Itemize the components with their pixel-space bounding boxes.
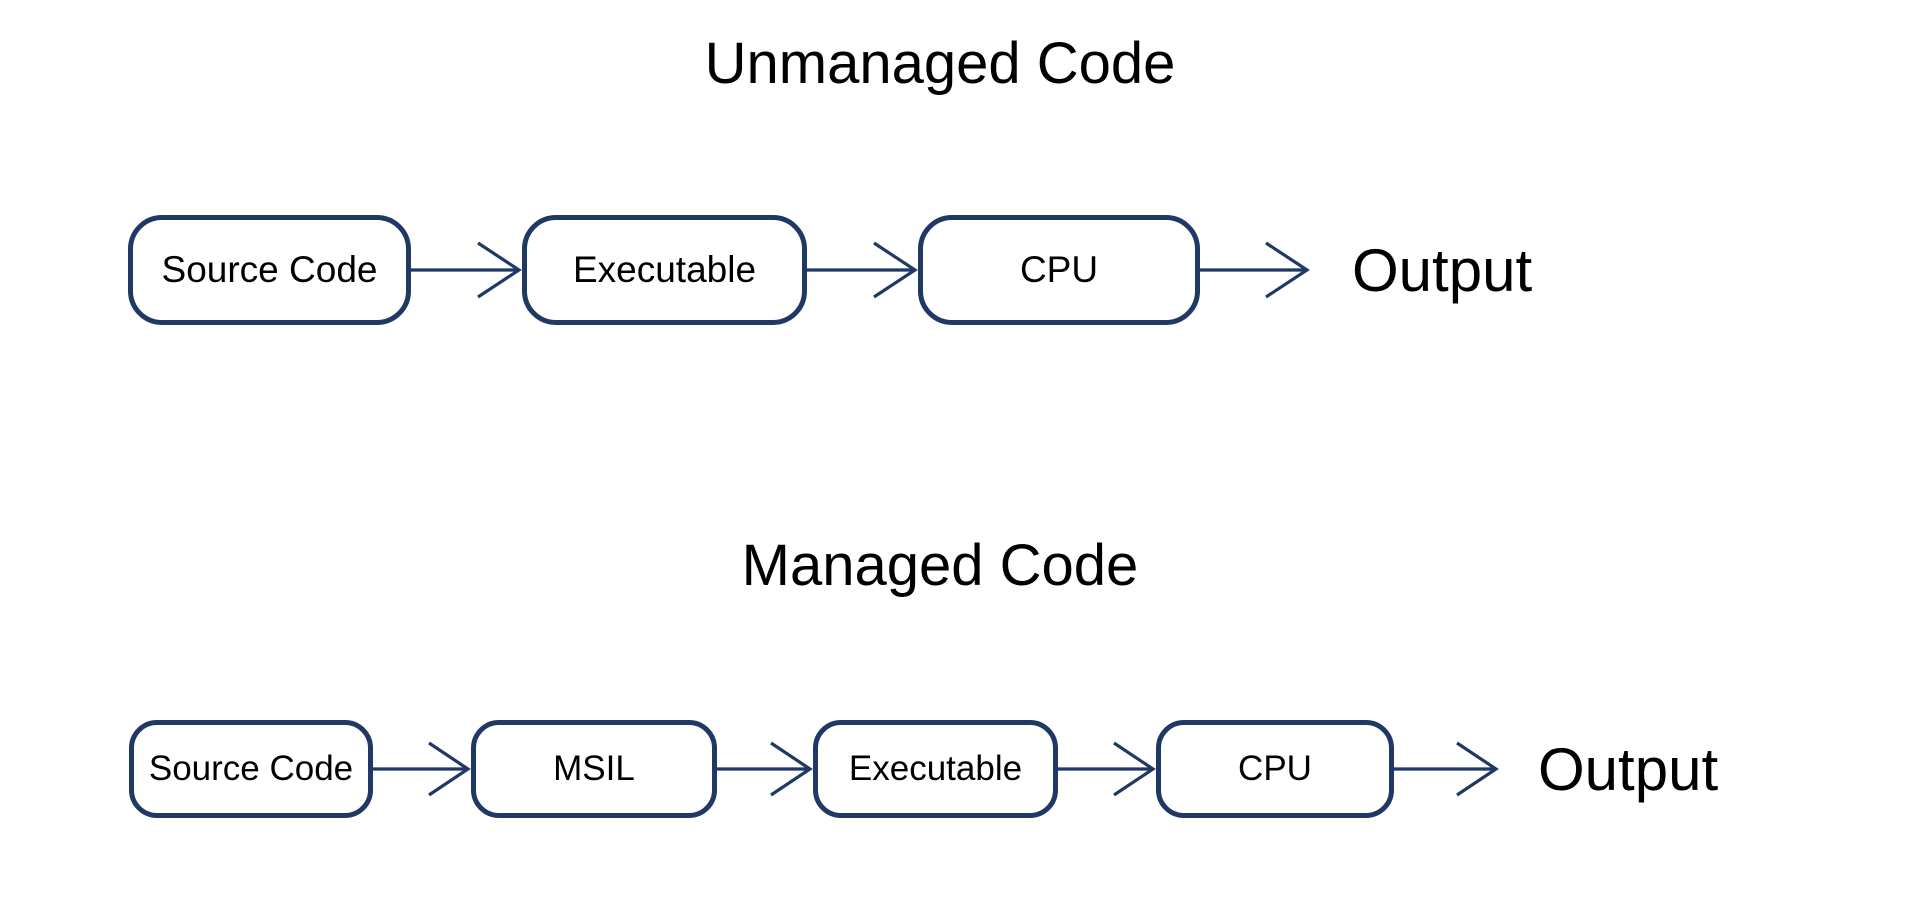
section-title-unmanaged-code: Unmanaged Code [704, 31, 1176, 96]
node-label: Source Code [161, 249, 378, 290]
node-cpu: CPU [1156, 720, 1394, 818]
flow-arrow-icon [1058, 741, 1156, 797]
node-label: Executable [848, 749, 1023, 788]
section-title-managed-code: Managed Code [741, 533, 1139, 598]
node-label: CPU [1019, 249, 1099, 290]
node-msil: MSIL [471, 720, 717, 818]
node-source-code: Source Code [129, 720, 373, 818]
flow-arrow-icon [807, 241, 918, 299]
node-source-code: Source Code [128, 215, 411, 325]
node-cpu: CPU [918, 215, 1200, 325]
output-label: Output [1538, 735, 1719, 803]
node-label: MSIL [553, 749, 635, 788]
node-executable: Executable [813, 720, 1058, 818]
flow-arrow-icon [373, 741, 471, 797]
node-executable: Executable [522, 215, 807, 325]
flow-arrow-icon [717, 741, 813, 797]
output-label: Output [1352, 236, 1533, 304]
node-label: Executable [572, 249, 757, 290]
node-label: CPU [1238, 749, 1312, 788]
flow-arrow-icon [1200, 241, 1310, 299]
flow-arrow-icon [1394, 741, 1499, 797]
flow-arrow-icon [411, 241, 522, 299]
node-label: Source Code [148, 749, 354, 788]
